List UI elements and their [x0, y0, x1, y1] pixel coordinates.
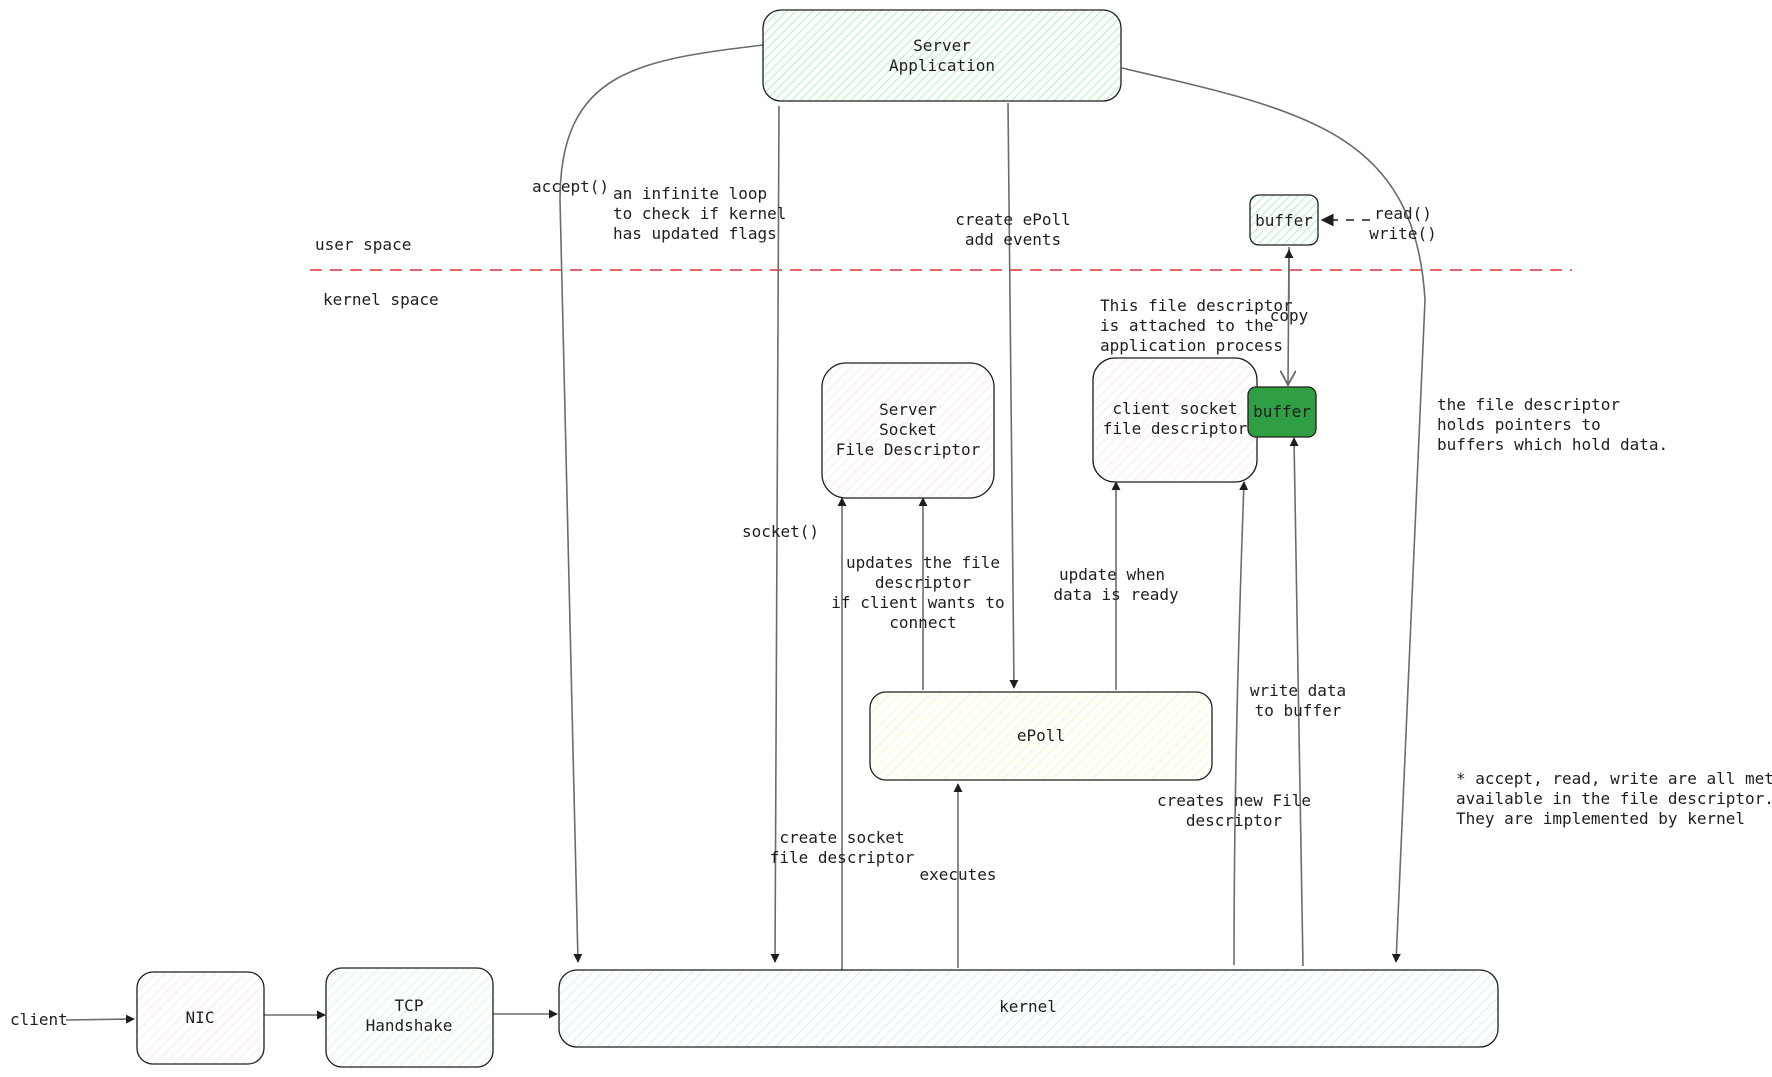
server-application-node: Server Application	[762, 9, 1122, 102]
client-label: client	[10, 1010, 68, 1029]
svg-text:write(): write()	[1369, 224, 1436, 243]
fd-attached-label: This file descriptor is attached to the …	[1100, 296, 1293, 355]
accept-label: accept()	[532, 177, 609, 196]
read-write-label: read() write()	[1369, 204, 1436, 243]
svg-text:creates new File: creates new File	[1157, 791, 1311, 810]
svg-text:is attached to the: is attached to the	[1100, 316, 1273, 335]
svg-text:descriptor: descriptor	[875, 573, 972, 592]
svg-text:to buffer: to buffer	[1255, 701, 1342, 720]
server-socket-fd-line-2: Socket	[879, 420, 937, 439]
create-socket-fd-label: create socket file descriptor	[770, 828, 915, 867]
svg-text:available in the file descript: available in the file descriptor.	[1456, 789, 1772, 808]
server-socket-fd-line-3: File Descriptor	[836, 440, 981, 459]
kernel-space-label: kernel space	[323, 290, 439, 309]
server-socket-fd-line-1: Server	[879, 400, 937, 419]
svg-text:This file descriptor: This file descriptor	[1100, 296, 1293, 315]
svg-text:an infinite loop: an infinite loop	[613, 184, 767, 203]
kernel-buffer-label: buffer	[1253, 402, 1311, 421]
user-buffer-label: buffer	[1255, 211, 1313, 230]
svg-text:descriptor: descriptor	[1186, 811, 1283, 830]
kernel-label: kernel	[999, 997, 1057, 1016]
copy-label: copy	[1270, 306, 1309, 325]
svg-text:connect: connect	[889, 613, 956, 632]
accept-edge	[559, 44, 764, 963]
nic-label: NIC	[186, 1008, 215, 1027]
tcp-handshake-line-2: Handshake	[366, 1016, 453, 1035]
infinite-loop-label: an infinite loop to check if kernel has …	[613, 184, 786, 243]
write-data-edge	[1289, 437, 1304, 967]
svg-text:data is ready: data is ready	[1053, 585, 1179, 604]
creates-new-fd-label: creates new File descriptor	[1157, 791, 1311, 830]
executes-label: executes	[919, 865, 996, 884]
client-to-nic-edge	[65, 1014, 135, 1024]
svg-text:write data: write data	[1250, 681, 1346, 700]
svg-text:holds pointers to: holds pointers to	[1437, 415, 1601, 434]
tcp-handshake-node: TCP Handshake	[325, 967, 494, 1068]
client-socket-fd-node: client socket file descriptor	[1092, 357, 1258, 483]
user-space-label: user space	[315, 235, 411, 254]
svg-text:They are implemented by kernel: They are implemented by kernel	[1456, 809, 1745, 828]
svg-text:file descriptor: file descriptor	[770, 848, 915, 867]
svg-text:update when: update when	[1059, 565, 1165, 584]
create-epoll-label: create ePoll add events	[955, 210, 1071, 249]
svg-text:updates the file: updates the file	[846, 553, 1000, 572]
server-socket-fd-node: Server Socket File Descriptor	[821, 362, 995, 499]
svg-text:if client wants to: if client wants to	[831, 593, 1004, 612]
svg-text:buffers which hold data.: buffers which hold data.	[1437, 435, 1668, 454]
client-socket-fd-line-2: file descriptor	[1103, 419, 1248, 438]
tcp-handshake-line-1: TCP	[395, 996, 424, 1015]
kernel-node: kernel	[558, 969, 1499, 1048]
nic-node: NIC	[136, 971, 265, 1065]
epoll-node: ePoll	[869, 691, 1213, 781]
socket-edge	[770, 105, 780, 963]
epoll-label: ePoll	[1017, 726, 1065, 745]
svg-text:add events: add events	[965, 230, 1061, 249]
server-application-line-2: Application	[889, 56, 995, 75]
server-application-line-1: Server	[913, 36, 971, 55]
note-text: * accept, read, write are all methods av…	[1456, 769, 1772, 828]
client-socket-fd-line-1: client socket	[1112, 399, 1237, 418]
user-buffer-node: buffer	[1249, 194, 1319, 246]
fd-pointers-label: the file descriptor holds pointers to bu…	[1437, 395, 1668, 454]
svg-text:the file descriptor: the file descriptor	[1437, 395, 1620, 414]
update-ready-label: update when data is ready	[1053, 565, 1179, 604]
read-write-edge	[1121, 67, 1426, 963]
svg-text:has updated flags: has updated flags	[613, 224, 777, 243]
socket-label: socket()	[742, 522, 819, 541]
svg-text:* accept, read, write are all: * accept, read, write are all methods	[1456, 769, 1772, 788]
svg-text:to check if kernel: to check if kernel	[613, 204, 786, 223]
svg-text:create socket: create socket	[779, 828, 904, 847]
kernel-buffer-node: buffer	[1247, 386, 1317, 438]
svg-text:read(): read()	[1374, 204, 1432, 223]
svg-text:create ePoll: create ePoll	[955, 210, 1071, 229]
creates-new-fd-edge	[1233, 481, 1249, 966]
updates-fd-label: updates the file descriptor if client wa…	[831, 553, 1004, 632]
svg-text:application process: application process	[1100, 336, 1283, 355]
create-epoll-edge	[1007, 102, 1019, 689]
write-data-label: write data to buffer	[1250, 681, 1346, 720]
